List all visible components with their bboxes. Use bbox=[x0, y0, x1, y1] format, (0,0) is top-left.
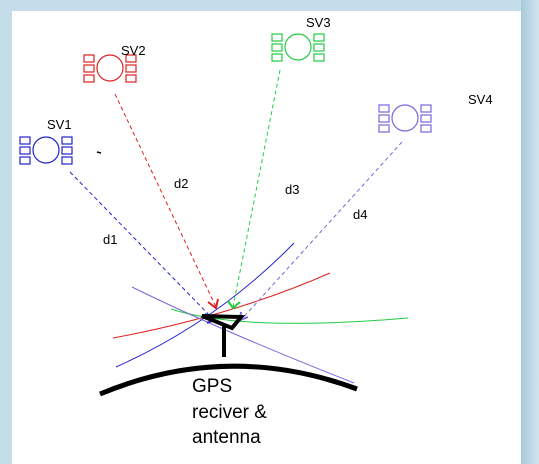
solar-panel-right bbox=[420, 124, 432, 133]
satellite-sv2-icon bbox=[83, 54, 137, 83]
satellite-label-sv1: SV1 bbox=[47, 117, 72, 132]
earth-surface bbox=[99, 363, 358, 397]
satellite-sv4-icon bbox=[378, 104, 432, 133]
solar-panel-left bbox=[19, 156, 31, 165]
solar-panel-right bbox=[61, 146, 73, 155]
distance-label-d2: d2 bbox=[174, 176, 188, 191]
distance-line-sv2 bbox=[114, 93, 217, 308]
range-arc-sv4 bbox=[131, 286, 355, 384]
solar-panel-right bbox=[61, 156, 73, 165]
diagram-panel: SV1 SV2 SV3 SV4 d1 d2 d3 d4 GPS reciver … bbox=[12, 11, 521, 464]
solar-panel-left bbox=[271, 43, 283, 52]
solar-panel-right bbox=[61, 136, 73, 145]
solar-panel-right bbox=[125, 64, 137, 73]
distance-label-d1: d1 bbox=[103, 232, 117, 247]
solar-panel-left bbox=[378, 114, 390, 123]
solar-panel-left bbox=[271, 33, 283, 42]
frame-edge bbox=[521, 0, 539, 464]
solar-panel-right bbox=[313, 43, 325, 52]
satellite-sv3-icon bbox=[271, 33, 325, 62]
satellite-label-sv2: SV2 bbox=[121, 43, 146, 58]
satellite-body bbox=[284, 33, 312, 61]
solar-panel-left bbox=[19, 146, 31, 155]
range-arc-sv2 bbox=[112, 272, 331, 339]
receiver-antenna-icon bbox=[201, 314, 246, 357]
range-arc-sv1 bbox=[115, 242, 295, 368]
gps-trilateration-diagram: SV1 SV2 SV3 SV4 d1 d2 d3 d4 GPS reciver … bbox=[19, 15, 493, 448]
sv1-tick-mark bbox=[96, 151, 102, 154]
satellite-body bbox=[32, 136, 60, 164]
solar-panel-right bbox=[313, 33, 325, 42]
distance-label-d3: d3 bbox=[285, 182, 299, 197]
solar-panel-left bbox=[378, 104, 390, 113]
satellite-label-sv3: SV3 bbox=[306, 15, 331, 30]
solar-panel-right bbox=[313, 53, 325, 62]
receiver-caption-line-1: GPS bbox=[192, 376, 232, 397]
arrowhead-sv3 bbox=[227, 300, 241, 310]
distance-line-sv1 bbox=[69, 171, 215, 321]
satellite-body bbox=[391, 104, 419, 132]
solar-panel-left bbox=[83, 64, 95, 73]
receiver-caption-line-2: reciver & bbox=[192, 402, 267, 423]
distance-line-sv3 bbox=[232, 69, 281, 308]
solar-panel-left bbox=[83, 54, 95, 63]
solar-panel-right bbox=[420, 104, 432, 113]
solar-panel-left bbox=[271, 53, 283, 62]
satellite-body bbox=[96, 54, 124, 82]
distance-line-sv4 bbox=[240, 141, 403, 321]
solar-panel-right bbox=[420, 114, 432, 123]
satellite-sv1-icon bbox=[19, 136, 73, 165]
solar-panel-right bbox=[125, 74, 137, 83]
solar-panel-left bbox=[378, 124, 390, 133]
receiver-caption-line-3: antenna bbox=[192, 427, 261, 448]
solar-panel-right bbox=[125, 54, 137, 63]
solar-panel-left bbox=[83, 74, 95, 83]
satellite-label-sv4: SV4 bbox=[468, 92, 493, 107]
distance-label-d4: d4 bbox=[353, 207, 367, 222]
arrowhead-sv2 bbox=[207, 298, 219, 310]
solar-panel-left bbox=[19, 136, 31, 145]
